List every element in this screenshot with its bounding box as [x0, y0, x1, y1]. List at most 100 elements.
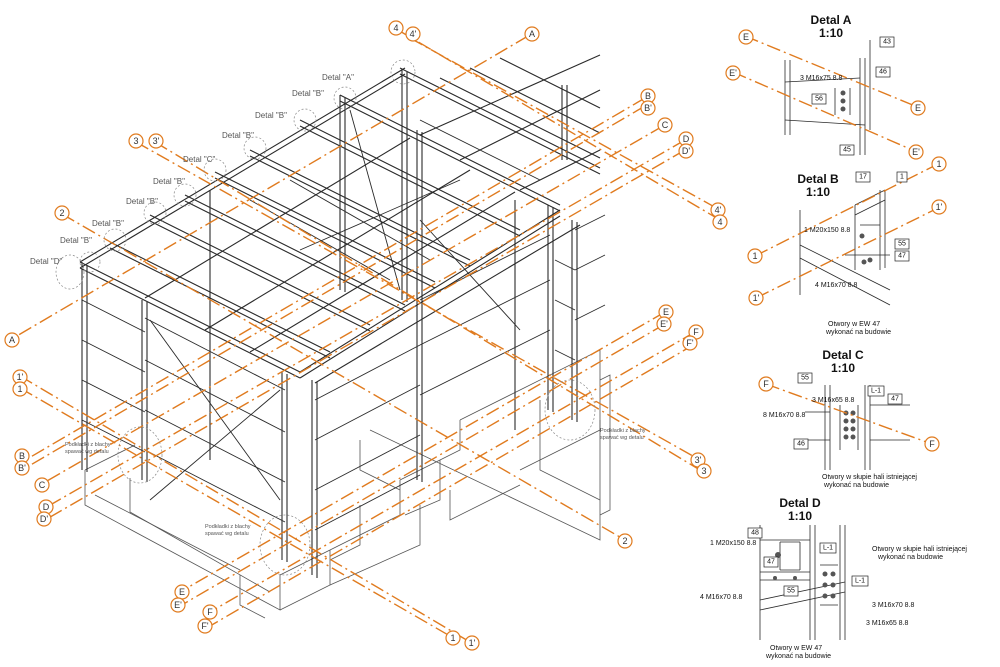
detail-d-bolt-2: 4 M16x70 8.8 [700, 594, 743, 601]
svg-text:E: E [663, 307, 669, 317]
grid-bubble-3-bot: 3 [696, 463, 712, 479]
svg-text:1: 1 [450, 633, 455, 643]
detail-b-title: Detal B [797, 172, 839, 186]
grid-bubble-fp-left: F' [197, 618, 213, 634]
note-podkladki-1: Podkładki z blachy [65, 442, 111, 448]
detail-a-box-43: 43 [883, 39, 891, 46]
detail-a-box-46: 46 [879, 69, 887, 76]
detail-c-box-55: 55 [801, 375, 809, 382]
detail-c: Detal C 1:10 F F 55 L-1 47 46 3 M16x65 8… [758, 348, 940, 489]
grid-bubble-4-top: 4 [388, 20, 404, 36]
svg-text:4': 4' [410, 29, 417, 39]
svg-text:3: 3 [701, 466, 706, 476]
callout-detail-b-3: Detal "B" [222, 131, 254, 140]
detail-c-box-l1: L-1 [871, 388, 881, 395]
grid-bubble-ep-right: E' [656, 316, 672, 332]
grid-bubble-1-bot: 1 [445, 630, 461, 646]
detail-callouts: Detal "A" Detal "B" Detal "B" Detal "B" … [30, 59, 646, 576]
svg-text:D': D' [682, 146, 690, 156]
detail-d-title: Detal D [779, 496, 821, 510]
detail-b-box-47: 47 [898, 253, 906, 260]
detail-b: Detal B 1:10 1 1' 1 1' 17 1 55 47 1 M20x… [747, 156, 947, 336]
detail-b-bub-1d: 1' [753, 293, 760, 303]
grid-bubble-ep-left: E' [170, 597, 186, 613]
svg-text:B: B [19, 451, 25, 461]
svg-text:C: C [39, 480, 46, 490]
detail-b-note-1: Otwory w EW 47 [828, 321, 880, 328]
svg-text:4': 4' [715, 205, 722, 215]
detail-b-bolt-2: 4 M16x70 8.8 [815, 282, 858, 289]
detail-d-box-l1-a: L-1 [823, 545, 833, 552]
grid-bubble-a-left: A [4, 332, 20, 348]
detail-c-bolt-2: 8 M16x70 8.8 [763, 412, 806, 419]
callout-detail-b-4: Detal "B" [153, 177, 185, 186]
detail-b-box-17: 17 [859, 174, 867, 181]
detail-c-box-47: 47 [891, 396, 899, 403]
callout-detail-a: Detal "A" [322, 73, 354, 82]
detail-a-bub-e2: E' [729, 68, 737, 78]
detail-a-title: Detal A [811, 13, 852, 27]
grid-bubble-c-left: C [34, 477, 50, 493]
detail-c-bolt-1: 3 M16x65 8.8 [812, 397, 855, 404]
detail-b-box-55: 55 [898, 241, 906, 248]
note-podkladki-2: Podkładki z blachy [205, 524, 251, 530]
grid-bubble-c-right: C [657, 117, 673, 133]
grid-bubble-e-left: E [174, 584, 190, 600]
grid-bubble-dp-left: D' [36, 511, 52, 527]
grid-bubble-3p-top: 3' [148, 133, 164, 149]
callout-detail-c: Detal "C" [183, 155, 216, 164]
grid-bubble-fp-right: F' [682, 335, 698, 351]
detail-c-bub-f1: F [763, 379, 769, 389]
svg-text:B: B [645, 91, 651, 101]
detail-a-bolts: 3 M16x75 8.8 [800, 75, 843, 82]
svg-text:C: C [662, 120, 669, 130]
detail-d-note-4: wykonać na budowie [765, 653, 831, 660]
grid-bubble-dp-right: D' [678, 143, 694, 159]
detail-d-box-55: 55 [787, 588, 795, 595]
detail-a: Detal A 1:10 E E' E E' 43 46 56 45 3 M16… [725, 13, 926, 160]
detail-b-note-2: wykonać na budowie [825, 329, 891, 336]
grid-bubble-1-left: 1 [12, 381, 28, 397]
svg-text:4: 4 [393, 23, 398, 33]
detail-b-bub-1b: 1' [936, 202, 943, 212]
grid-bubbles: 4 4' A B B' C D D' 4' 4 3 3' 2 A 1' 1 B … [4, 20, 728, 651]
detail-c-title: Detal C [822, 348, 864, 362]
callout-detail-d: Detal "D" [30, 257, 63, 266]
svg-text:D: D [43, 502, 50, 512]
detail-b-scale: 1:10 [806, 185, 830, 199]
svg-text:1': 1' [469, 638, 476, 648]
detail-d-note-2: wykonać na budowie [877, 554, 943, 561]
grid-bubble-f-left: F [202, 604, 218, 620]
detail-a-box-45: 45 [843, 147, 851, 154]
svg-text:E: E [179, 587, 185, 597]
svg-text:3': 3' [153, 136, 160, 146]
grid-bubble-bp-right: B' [640, 100, 656, 116]
svg-text:2: 2 [622, 536, 627, 546]
detail-a-scale: 1:10 [819, 26, 843, 40]
note-podkladki-2b: spawać wg detalu [205, 531, 249, 537]
svg-text:F': F' [686, 338, 693, 348]
svg-text:D': D' [40, 514, 48, 524]
grid-bubble-2-bot: 2 [617, 533, 633, 549]
wall-rails [81, 109, 606, 531]
detail-c-scale: 1:10 [831, 361, 855, 375]
grid-bubble-4-right: 4 [712, 214, 728, 230]
svg-text:4: 4 [717, 217, 722, 227]
detail-d-bolt-3: 3 M16x70 8.8 [872, 602, 915, 609]
detail-c-box-46: 46 [797, 441, 805, 448]
grid-bubble-4p-top: 4' [405, 26, 421, 42]
grid-bubble-3-top: 3 [128, 133, 144, 149]
svg-text:3: 3 [133, 136, 138, 146]
svg-text:F: F [207, 607, 213, 617]
note-podkladki-3: Podkładki z blachy [600, 428, 646, 434]
grid-bubble-1p-bot: 1' [464, 635, 480, 651]
detail-a-box-56: 56 [815, 96, 823, 103]
concrete-foundation [84, 349, 611, 619]
detail-d-note-1: Otwory w słupie hali istniejącej [872, 546, 967, 553]
detail-c-bub-f2: F [929, 439, 935, 449]
callout-detail-b-2: Detal "B" [255, 111, 287, 120]
svg-text:B': B' [18, 463, 26, 473]
svg-text:D: D [683, 134, 690, 144]
